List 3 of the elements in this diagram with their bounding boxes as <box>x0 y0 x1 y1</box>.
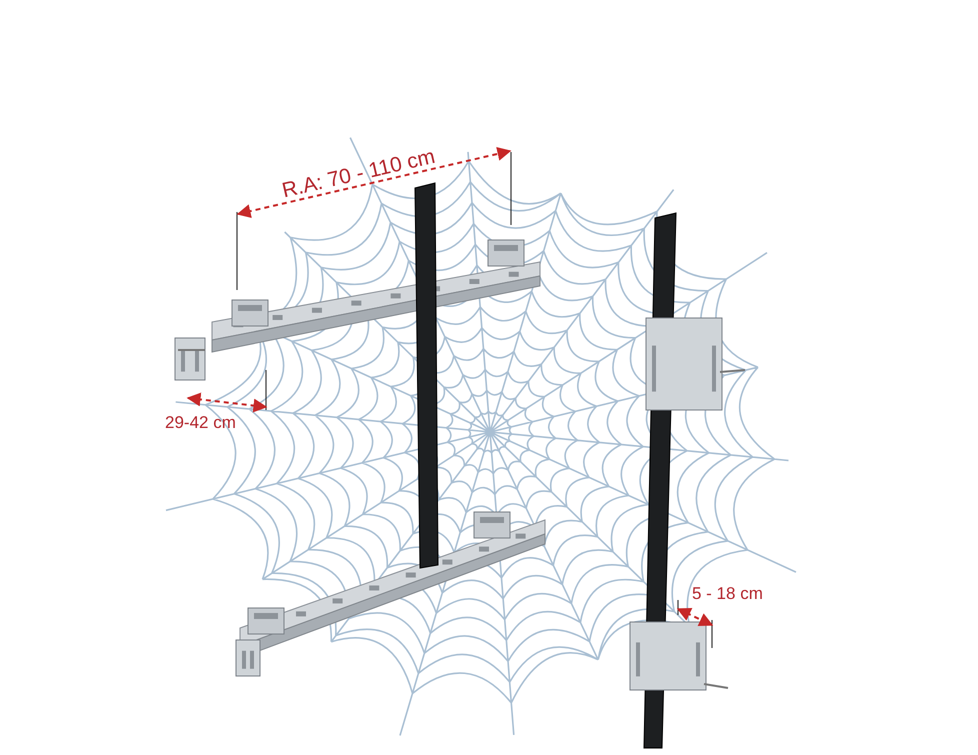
dimension-label: 5 - 18 cm <box>692 584 763 604</box>
dimension-label: 29-42 cm <box>165 413 236 433</box>
dimension-label: R.A: 70 - 110 cm <box>280 144 438 204</box>
